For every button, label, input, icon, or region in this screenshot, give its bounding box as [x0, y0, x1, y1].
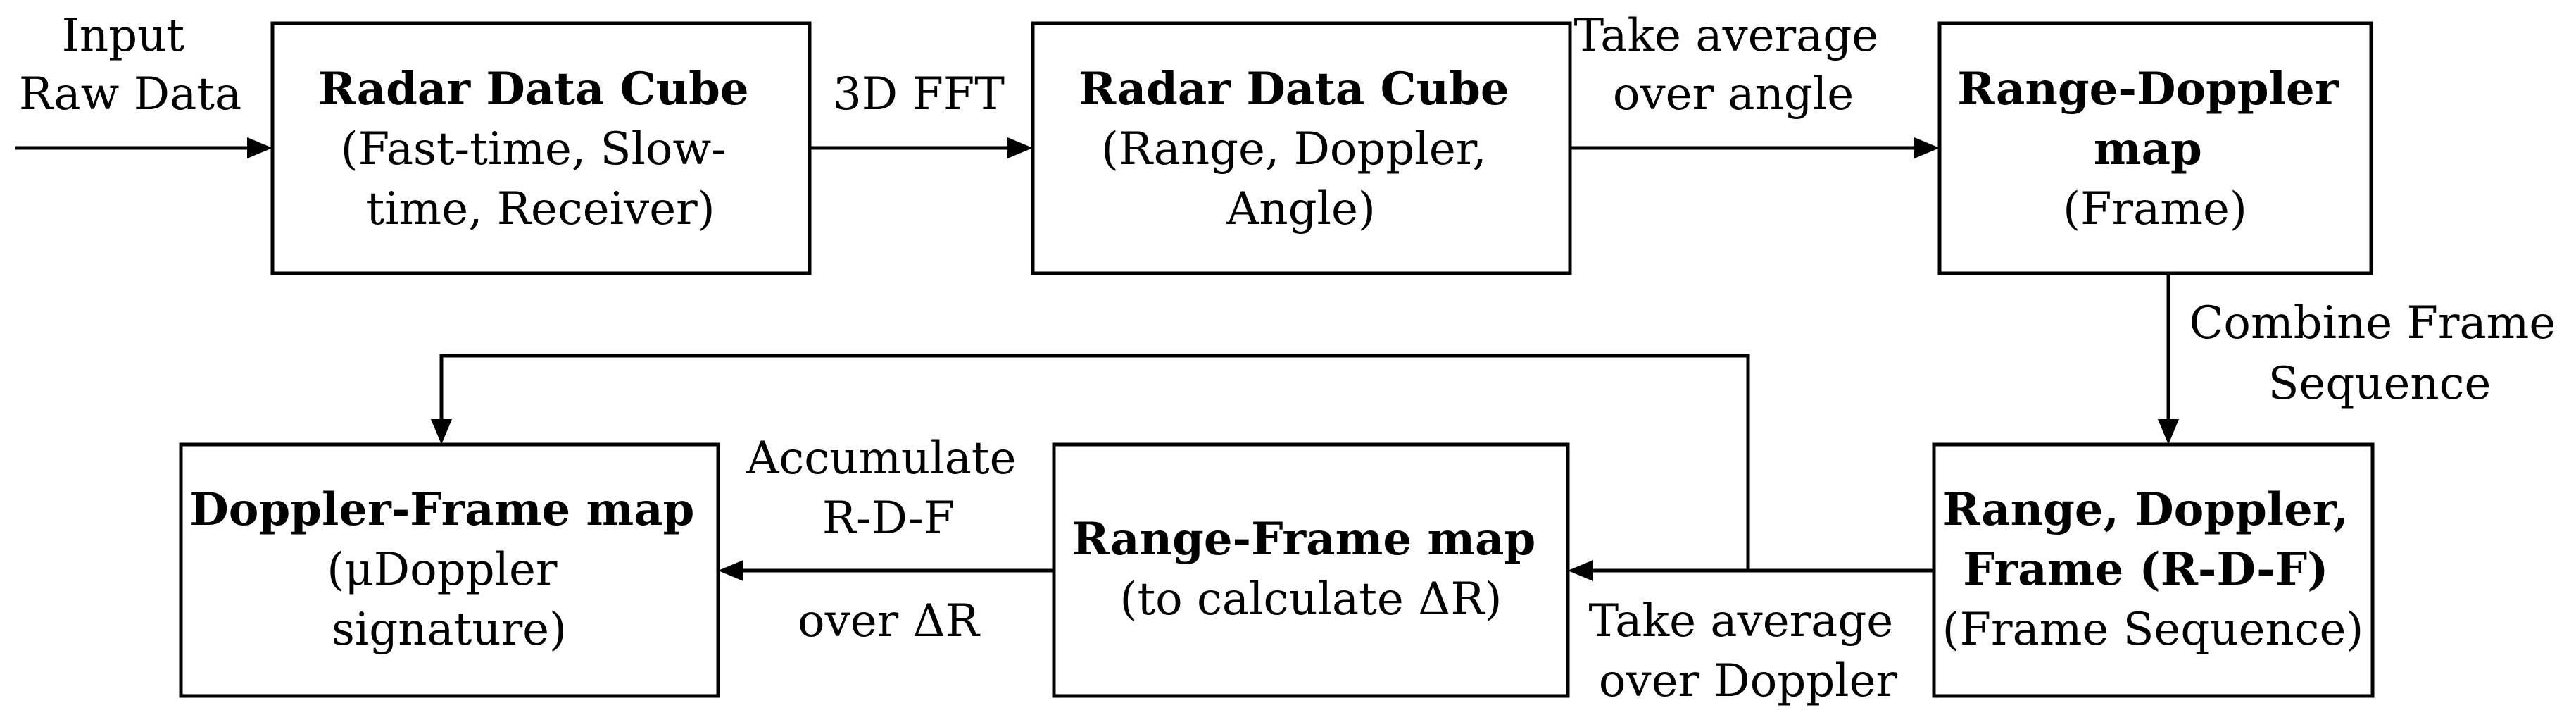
- edge-label-line: over angle: [1613, 68, 1854, 120]
- edge-label-line: 3D FFT: [833, 68, 1005, 120]
- node-box-rdf: [1932, 442, 2375, 698]
- arrowhead-input: [247, 137, 272, 158]
- edge-label-line: Accumulate: [746, 433, 1016, 485]
- node-line: (μDoppler: [327, 544, 558, 596]
- arrowhead-rdf-bypass: [431, 419, 452, 444]
- edge-label-line: Sequence: [2268, 358, 2492, 410]
- node-line: signature): [332, 604, 567, 656]
- edge-label-line: over Doppler: [1599, 655, 1898, 707]
- node-line: Radar Data Cube: [318, 63, 749, 116]
- connector-rdf-bypass: [439, 354, 1750, 571]
- node-cube-raw: Radar Data Cube (Fast-time, Slow- time, …: [318, 63, 763, 235]
- edge-label-3d-fft: 3D FFT: [833, 68, 1005, 120]
- node-box-doppler-frame-map: [179, 442, 720, 698]
- node-line: (Frame): [2063, 183, 2247, 235]
- node-line: (to calculate ΔR): [1119, 573, 1502, 626]
- node-line: time, Receiver): [366, 183, 715, 235]
- edge-label-combine-frames: Combine Frame Sequence: [2189, 297, 2570, 410]
- node-box-range-frame-map: [1052, 442, 1570, 698]
- node-box-range-doppler-map: [1937, 21, 2373, 275]
- edge-label-line: Take average: [1574, 10, 1879, 62]
- node-line: (Frame Sequence): [1942, 604, 2364, 656]
- node-doppler-frame-map: Doppler-Frame map (μDoppler signature): [189, 483, 709, 656]
- edge-label-line: Raw Data: [19, 68, 241, 120]
- node-range-frame-map: Range-Frame map (to calculate ΔR): [1072, 513, 1550, 626]
- node-line: Range, Doppler,: [1942, 483, 2349, 536]
- node-box-cube-raw: [270, 21, 812, 275]
- edge-label-over-delta-r: over ΔR: [798, 595, 981, 647]
- arrowhead-avg-angle: [1914, 137, 1940, 158]
- node-line: map: [2094, 123, 2202, 175]
- edge-label-line: over ΔR: [798, 595, 981, 647]
- node-range-doppler-map: Range-Doppler map (Frame): [1957, 63, 2352, 235]
- edge-label-avg-doppler: Take average over Doppler: [1589, 595, 1908, 707]
- node-box-cube-rda: [1031, 21, 1572, 275]
- arrowhead-3d-fft: [1007, 137, 1033, 158]
- node-line: Angle): [1226, 183, 1376, 235]
- node-cube-rda: Radar Data Cube (Range, Doppler, Angle): [1079, 63, 1523, 235]
- node-line: Frame (R-D-F): [1963, 543, 2328, 596]
- node-line: Range-Frame map: [1072, 513, 1535, 566]
- arrowhead-accumulate: [718, 560, 743, 581]
- edge-label-line: Combine Frame: [2189, 297, 2556, 349]
- edge-label-line: Take average: [1589, 595, 1894, 647]
- node-line: (Fast-time, Slow-: [341, 123, 727, 175]
- edge-label-accumulate: Accumulate R-D-F: [746, 433, 1031, 545]
- edge-label-avg-angle: Take average over angle: [1574, 10, 1893, 120]
- node-rdf: Range, Doppler, Frame (R-D-F) (Frame Seq…: [1942, 483, 2364, 656]
- edge-label-input-raw-data: Input Raw Data: [19, 10, 241, 120]
- arrowhead-avg-doppler: [1568, 560, 1593, 581]
- arrowhead-combine-frames: [2158, 419, 2179, 444]
- node-line: Range-Doppler: [1957, 63, 2339, 116]
- edge-label-line: R-D-F: [822, 492, 955, 545]
- edge-label-line: Input: [62, 10, 185, 62]
- node-line: Radar Data Cube: [1079, 63, 1509, 116]
- node-line: Doppler-Frame map: [189, 483, 694, 536]
- node-line: (Range, Doppler,: [1101, 123, 1487, 175]
